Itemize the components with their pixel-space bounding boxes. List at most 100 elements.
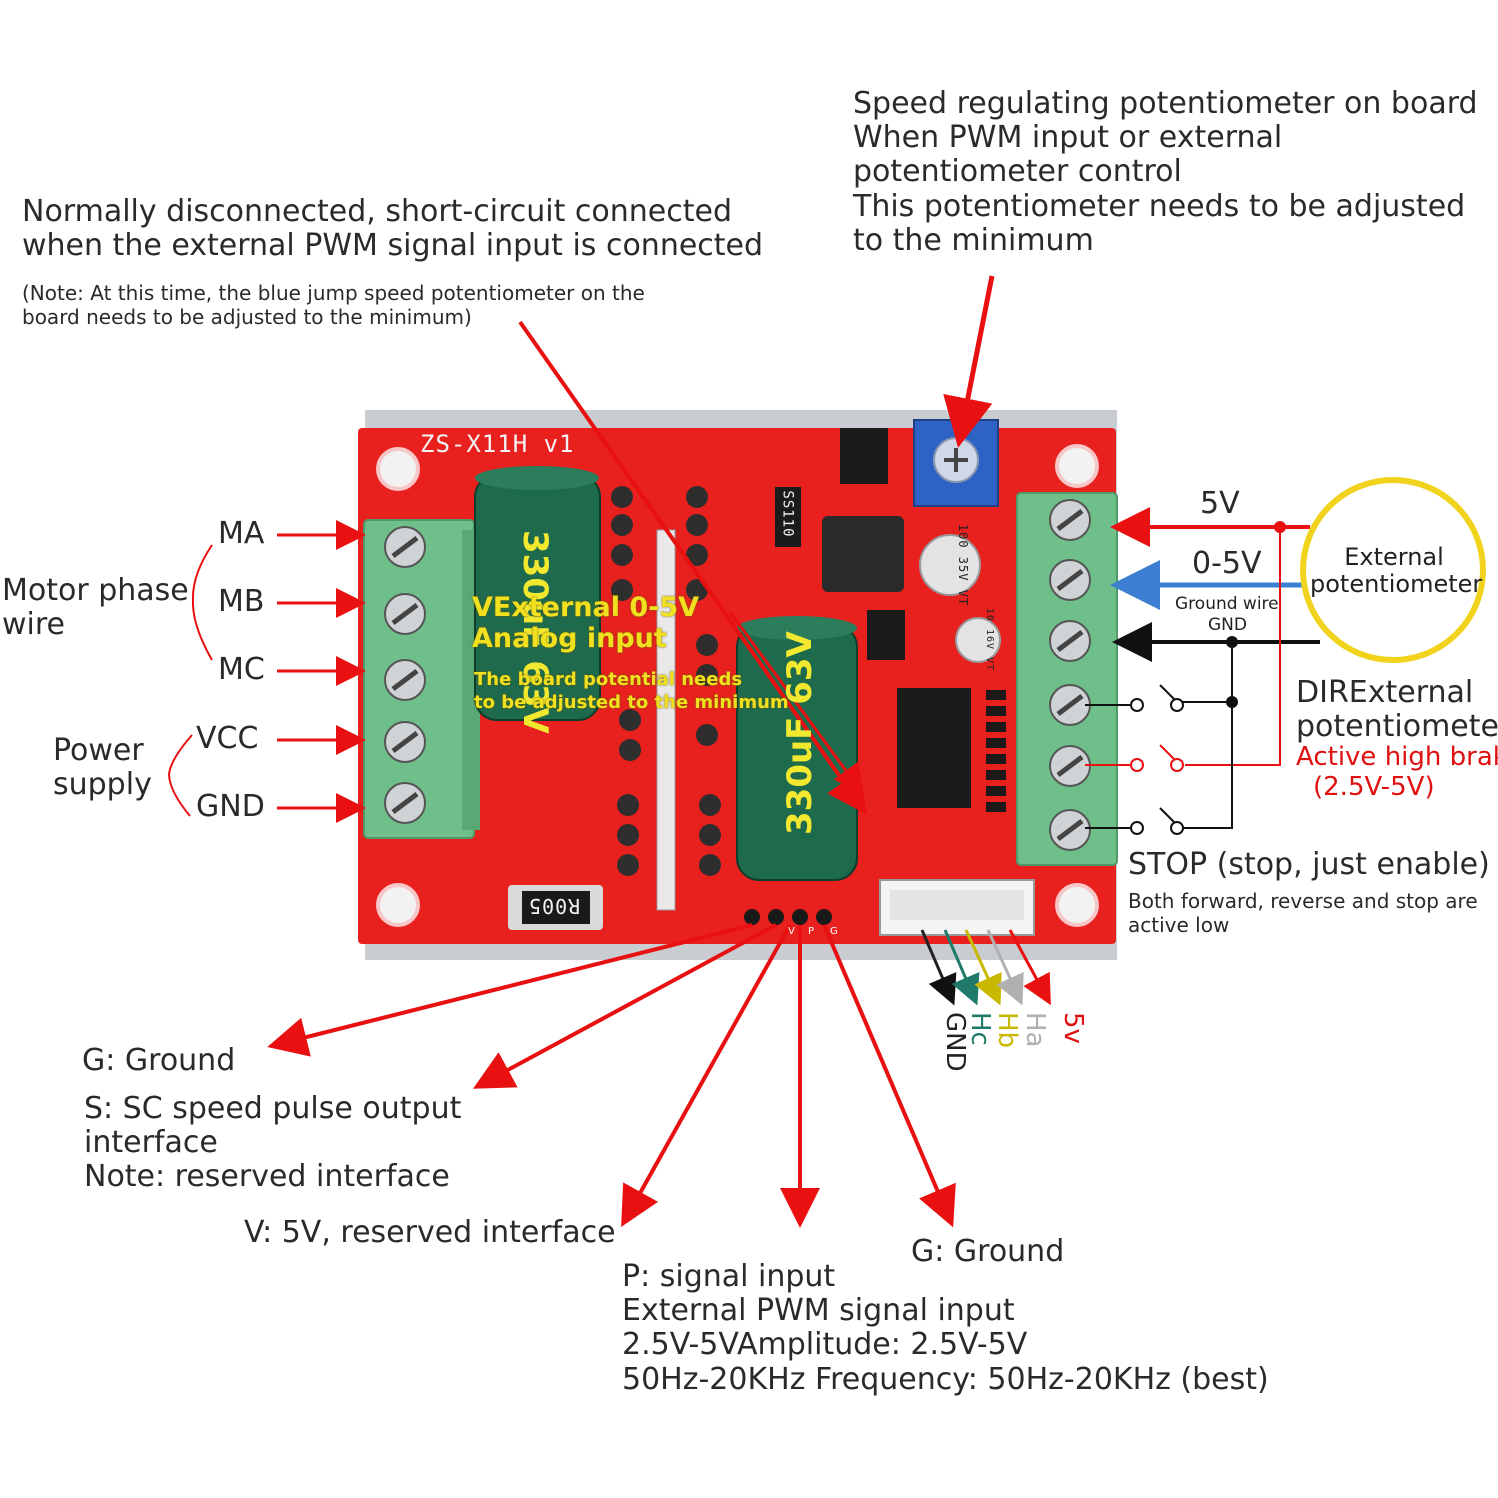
arrow-top-left [518, 320, 867, 815]
board-model-label: ZS-X11H v1 [420, 430, 575, 458]
label-5v: 5V [1200, 486, 1240, 521]
motor-phase-group-label: Motor phase wire [2, 573, 189, 643]
power-supply-line2: supply [53, 767, 152, 803]
pin-letter-p: P [808, 926, 815, 937]
stop-note: Both forward, reverse and stop are activ… [1128, 889, 1478, 938]
pin-letter-g: G [830, 926, 838, 937]
gsvpg-header [744, 909, 832, 925]
bottom-s-line2: interface [84, 1125, 218, 1161]
bottom-v-annotation: V: 5V, reserved interface [244, 1215, 616, 1250]
pwm-jumper-line2: when the external PWM signal input is co… [22, 228, 764, 264]
mosfet-pads-left [611, 486, 641, 876]
pwm-jumper-note-line2: board needs to be adjusted to the minimu… [22, 305, 472, 330]
motor-bracket [191, 544, 213, 661]
pwm-jumper-line1: Normally disconnected, short-circuit con… [22, 194, 732, 229]
bottom-s-line1: S: SC speed pulse output [84, 1091, 462, 1126]
diode [775, 487, 801, 547]
analog-input-line2: Analog input [472, 623, 667, 655]
analog-note-line1: The board potential needs [474, 669, 743, 690]
dir-line1: DIRExternal [1296, 675, 1474, 710]
brake-label: Active high brake (2.5V-5V) [1296, 742, 1498, 802]
label-0-5v: 0-5V [1192, 546, 1262, 581]
small-cap-100uf [919, 534, 981, 596]
smd-resistor-array [986, 690, 1006, 812]
speed-pot-annotation: Speed regulating potentiometer on board … [853, 86, 1478, 258]
bottom-p-line3: 2.5V-5VAmplitude: 2.5V-5V [622, 1327, 1028, 1363]
brake-line2: (2.5V-5V) [1313, 771, 1435, 802]
pwm-jumper-note: (Note: At this time, the blue jump speed… [22, 281, 645, 330]
mount-hole [1055, 444, 1099, 488]
small-cap2-marking: 10 16V VT [984, 607, 996, 672]
bottom-arrows [267, 923, 956, 1228]
right-terminal-screws [1049, 499, 1091, 851]
bottom-g-ground-left: G: Ground [82, 1043, 236, 1078]
bottom-p-line2: External PWM signal input [622, 1293, 1015, 1329]
bottom-s-line3: Note: reserved interface [84, 1159, 450, 1195]
bottom-g-ground-right: G: Ground [911, 1234, 1065, 1269]
resistor-marking: R005 [528, 894, 581, 918]
ic-small [867, 610, 905, 660]
left-pin-arrows [277, 520, 366, 823]
brake-line1: Active high brake [1296, 742, 1498, 772]
bottom-p-line4: 50Hz-20KHz Frequency: 50Hz-20KHz (best) [622, 1361, 1269, 1397]
power-bracket [167, 734, 193, 817]
motor-phase-line1: Motor phase [2, 573, 189, 608]
mosfet-pads-right [686, 486, 721, 876]
wire-common-gnd [1180, 642, 1233, 829]
analog-input-note: The board potential needs to be adjusted… [474, 668, 789, 715]
pwm-jumper-note-line1: (Note: At this time, the blue jump speed… [22, 281, 645, 305]
bottom-s-annotation: S: SC speed pulse output interface Note:… [84, 1091, 462, 1195]
pin-label-vcc: VCC [196, 721, 259, 756]
pwm-jumper-annotation: Normally disconnected, short-circuit con… [22, 194, 764, 264]
mount-hole [1055, 883, 1099, 927]
dir-line2: potentiometer [1296, 709, 1498, 745]
power-supply-line1: Power [53, 733, 144, 768]
label-ground-wire: Ground wire [1175, 594, 1279, 614]
pin-label-gnd: GND [196, 789, 265, 824]
analog-input-label: VExternal 0-5V Analog input [472, 592, 699, 654]
analog-note-line2: to be adjusted to the minimum [474, 692, 789, 714]
external-pot-line2: potentiometer [1310, 570, 1483, 599]
external-pot-line1: External [1344, 543, 1444, 571]
hall-wires [920, 929, 1051, 1006]
pin-label-mc: MC [218, 652, 265, 687]
stop-note-line2: active low [1128, 913, 1230, 938]
dir-label: DIRExternal potentiometer [1296, 675, 1498, 745]
left-terminal-screws [384, 526, 426, 824]
power-supply-group-label: Power supply [53, 733, 152, 803]
speed-pot-line3: potentiometer control [853, 154, 1182, 190]
heatsink-bar [656, 529, 676, 911]
analog-input-line1: VExternal 0-5V [472, 592, 700, 623]
wire-brake-red [1185, 527, 1281, 766]
stop-label: STOP (stop, just enable) [1128, 847, 1490, 882]
label-gnd-right: GND [1208, 615, 1247, 635]
inductor [822, 516, 904, 592]
speed-pot-line4: This potentiometer needs to be adjusted [853, 188, 1466, 224]
external-pot-label: External potentiometer [1310, 543, 1483, 599]
switches [1085, 684, 1184, 835]
hall-label-hc: Hc [965, 1012, 995, 1046]
speed-pot-line2: When PWM input or external [853, 120, 1283, 156]
pin-letter-v: V [788, 926, 795, 937]
stop-note-line1: Both forward, reverse and stop are [1128, 889, 1478, 913]
hall-label-5v: 5v [1058, 1012, 1088, 1044]
motor-phase-line2: wire [2, 607, 66, 643]
mount-hole [376, 883, 420, 927]
pin-label-ma: MA [218, 516, 265, 551]
arrow-top-right [943, 275, 995, 448]
hall-label-hb: Hb [992, 1012, 1022, 1049]
mount-hole [376, 447, 420, 491]
speed-pot-line1: Speed regulating potentiometer on board [853, 86, 1478, 121]
bottom-p-annotation: P: signal input External PWM signal inpu… [622, 1259, 1269, 1397]
arrow-analog [728, 611, 864, 795]
bottom-p-line1: P: signal input [622, 1259, 836, 1294]
ic-top [840, 428, 888, 484]
pin-label-mb: MB [218, 584, 265, 619]
speed-pot-line5: to the minimum [853, 222, 1094, 258]
diode-marking: SS110 [779, 490, 796, 538]
external-pot-ring [1300, 477, 1486, 663]
right-terminal-block [1016, 492, 1118, 866]
ic-driver [897, 688, 971, 808]
small-cap1-marking: 100 35V VT [956, 523, 971, 607]
